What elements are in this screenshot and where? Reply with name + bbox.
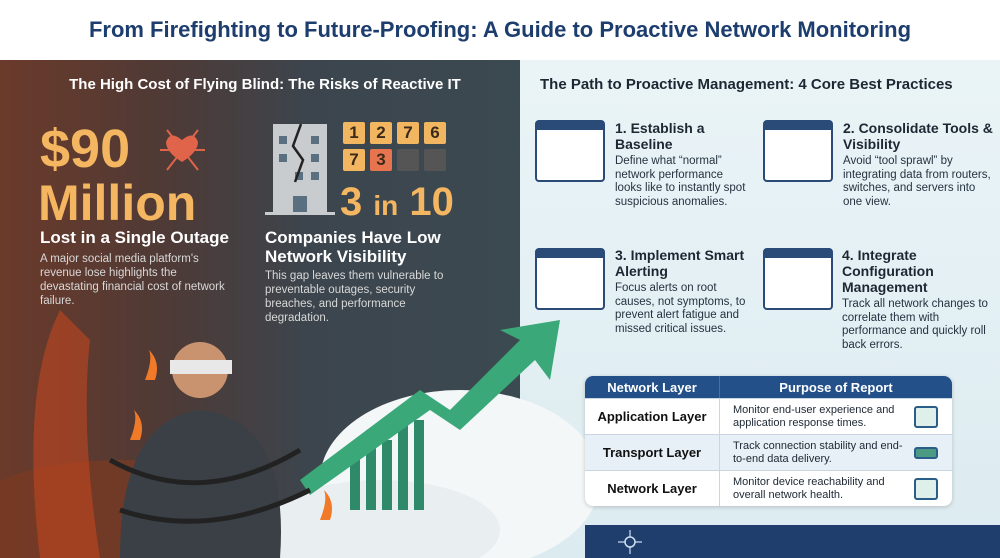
network-devices-icon	[914, 477, 938, 500]
layer-table: Network Layer Purpose of Report Applicati…	[585, 376, 952, 506]
stat-desc: A major social media platform's revenue …	[40, 253, 225, 307]
practice-desc: Define what “normal” network performance…	[615, 155, 746, 208]
network-hub-icon	[618, 530, 642, 554]
column-header: Purpose of Report	[779, 379, 893, 395]
layer-cell: Transport Layer	[585, 435, 720, 470]
practice-title: 2. Consolidate Tools & Visibility	[843, 120, 993, 152]
practice-desc: Focus alerts on root causes, not symptom…	[615, 282, 746, 335]
bar-chart-decoration	[350, 410, 424, 510]
stat-label: Lost in a Single Outage	[40, 228, 229, 247]
growth-arrow	[300, 320, 560, 495]
table-row: Application Layer Monitor end-user experi…	[585, 398, 952, 434]
practice-title: 3. Implement Smart Alerting	[615, 247, 745, 279]
stat2-value: 3 in 10	[340, 182, 454, 222]
number-tile: 7	[343, 149, 365, 171]
purpose-cell: Track connection stability and end-to-en…	[733, 439, 903, 465]
stat2-den: 10	[409, 180, 454, 224]
purpose-cell: Monitor end-user experience and applicat…	[733, 403, 895, 429]
layer-cell: Network Layer	[585, 471, 720, 506]
purpose-cell: Monitor device reachability and overall …	[733, 475, 885, 501]
blindfold	[170, 360, 232, 374]
illustration	[0, 310, 600, 558]
user-screen-icon	[914, 405, 938, 428]
column-header: Network Layer	[585, 376, 720, 398]
flame-icon	[33, 310, 101, 558]
config-rollback-icon	[763, 248, 833, 310]
stat2-in: in	[373, 190, 399, 221]
cloud-decoration	[260, 480, 500, 558]
table-header: Network Layer Purpose of Report	[585, 376, 952, 398]
number-tile: 3	[370, 149, 392, 171]
database-dashboard-icon	[763, 120, 833, 182]
page-title: From Firefighting to Future-Proofing: A …	[88, 17, 912, 42]
alert-magnifier-icon	[535, 248, 605, 310]
sync-link-icon	[914, 446, 938, 459]
practice-title: 1. Establish a Baseline	[615, 120, 705, 152]
practice-desc: Avoid “tool sprawl” by integrating data …	[843, 155, 991, 208]
stat2-desc: This gap leaves them vulnerable to preve…	[265, 270, 444, 324]
stat-value: $90	[40, 119, 131, 179]
footer-strip	[585, 525, 1000, 558]
header: From Firefighting to Future-Proofing: A …	[0, 0, 1000, 60]
stat2-num: 3	[340, 180, 363, 224]
number-tile: 2	[370, 122, 392, 144]
cracked-building-icon	[265, 123, 335, 215]
number-tile: 7	[397, 122, 419, 144]
broken-tile	[397, 149, 419, 171]
tangled-cables	[108, 447, 312, 524]
risks-heading: The High Cost of Flying Blind: The Risks…	[69, 76, 461, 93]
table-row: Transport Layer Track connection stabilit…	[585, 434, 952, 470]
flame-icon	[130, 350, 332, 520]
practice-title: 4. Integrate Configuration Management	[842, 247, 934, 295]
tile-grid: 1 2 7 6 7 3	[343, 122, 446, 171]
line-chart-window-icon	[535, 120, 605, 182]
table-row: Network Layer Monitor device reachability…	[585, 470, 952, 506]
broken-heart-network-icon	[160, 129, 205, 171]
number-tile: 6	[424, 122, 446, 144]
broken-tile	[424, 149, 446, 171]
layer-cell: Application Layer	[585, 399, 720, 434]
practices-heading: The Path to Proactive Management: 4 Core…	[540, 76, 953, 93]
number-tile: 1	[343, 122, 365, 144]
stat-unit: Million	[38, 175, 197, 231]
practice-desc: Track all network changes to correlate t…	[842, 298, 988, 351]
stat2-label: Companies Have Low Network Visibility	[265, 228, 441, 266]
